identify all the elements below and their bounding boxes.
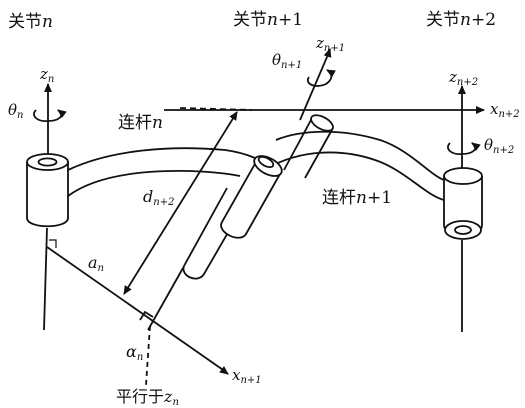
joint-n1: [182, 48, 336, 280]
theta-n1-label: θn+1: [272, 51, 302, 71]
parallel-zn-dashed: [145, 325, 151, 386]
z-n1-axis-lower: [147, 267, 184, 331]
x-n1-label: xn+1: [232, 366, 262, 386]
link-n1-label: 连杆n+1: [322, 188, 392, 208]
theta-n2-rotation-arrow: [447, 142, 481, 155]
joint-n2-title: 关节n+2: [426, 10, 496, 30]
x-n2-dashed-extension: [179, 107, 253, 111]
theta-n2-label: θn+2: [484, 136, 514, 156]
a-n-label: an: [88, 253, 104, 274]
joint-n-title: 关节n: [8, 12, 53, 32]
theta-n-rotation-arrow: [33, 109, 67, 122]
x-n1-axis: [46, 246, 227, 373]
x-n2-label: xn+2: [490, 100, 520, 120]
link-n1: [267, 130, 445, 201]
z-n1-axis: [299, 49, 331, 121]
z-n-axis-bottom: [43, 227, 48, 331]
z-n1-label: zn+1: [315, 34, 345, 54]
joint-n2: [164, 85, 485, 332]
z-n2-label: zn+2: [448, 68, 478, 88]
joint-n: [26, 83, 69, 331]
z-n-label: zn: [39, 65, 54, 85]
joint-n1-title: 关节n+1: [233, 10, 303, 30]
parallel-zn-label: 平行于zn: [116, 387, 179, 408]
d-n2-label: dn+2: [143, 187, 174, 208]
theta-n1-rotation-arrow: [306, 69, 336, 87]
alpha-n-label: αn: [126, 342, 143, 363]
dimension-lines: [46, 111, 238, 386]
d-n2-dimension: [123, 111, 238, 295]
theta-n-label: θn: [8, 101, 23, 121]
link-n-label: 连杆n: [118, 113, 163, 133]
